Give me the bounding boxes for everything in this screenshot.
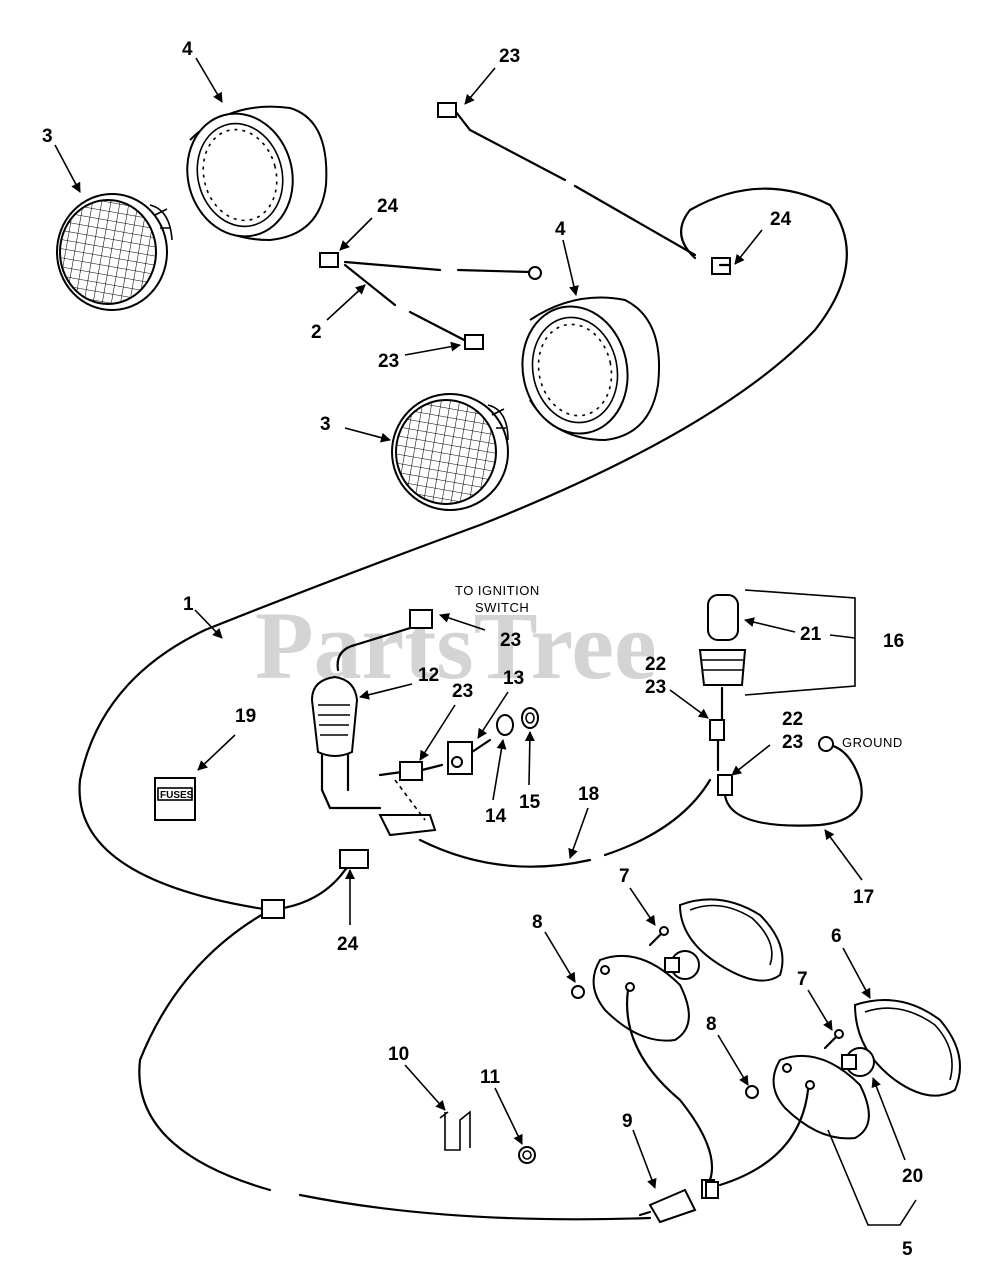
callout-23-switch: 23 (452, 681, 473, 702)
callout-6: 6 (831, 926, 842, 947)
callout-8-left: 8 (532, 912, 543, 933)
callout-2: 2 (311, 322, 322, 343)
indicator-light (698, 594, 863, 827)
callout-24-top: 24 (770, 209, 792, 230)
tail-light-right (705, 1054, 870, 1199)
lens-left (678, 898, 784, 982)
callout-22-ground: 22 (782, 709, 803, 730)
callout-24-main: 24 (337, 934, 359, 955)
callout-numbers: 4 3 23 24 24 4 2 23 3 1 23 12 23 13 21 1… (42, 39, 923, 1260)
text-labels: TO IGNITION SWITCH GROUND (455, 583, 903, 750)
main-harness (78, 187, 848, 1221)
callout-17: 17 (853, 887, 874, 908)
callout-8-right: 8 (706, 1014, 717, 1035)
callout-20: 20 (902, 1166, 923, 1187)
tail-light-left (592, 954, 715, 1199)
leader-lines (54, 57, 906, 1189)
screw-left (571, 926, 669, 999)
headlight-bezel-upper (186, 105, 328, 242)
callout-14: 14 (485, 806, 507, 827)
callout-3-upper: 3 (42, 126, 53, 147)
callout-3-lower: 3 (320, 414, 331, 435)
bulb-left (664, 950, 700, 980)
callout-23-ground: 23 (782, 732, 803, 753)
toggle-switch (378, 707, 539, 781)
callout-4-lower: 4 (555, 219, 566, 240)
callout-24-jumper: 24 (377, 196, 399, 217)
callout-23-jumper: 23 (378, 351, 399, 372)
callout-21: 21 (800, 624, 822, 645)
clip-10 (439, 1110, 471, 1151)
headlight-bezel-lower (521, 296, 660, 442)
bulb-right (841, 1047, 875, 1077)
callout-11: 11 (480, 1067, 501, 1088)
jumper-harness (319, 252, 542, 350)
nut-11 (518, 1146, 536, 1164)
callout-13: 13 (503, 668, 524, 689)
bracket-16 (744, 589, 856, 696)
callout-1: 1 (183, 594, 194, 615)
callout-19: 19 (235, 706, 256, 727)
callout-23-top: 23 (499, 46, 520, 67)
callout-4-upper: 4 (182, 39, 193, 60)
connector-9 (638, 1188, 697, 1224)
callout-15: 15 (519, 792, 541, 813)
lens-right (853, 999, 961, 1097)
fuses-box: FUSES (154, 777, 196, 821)
bracket-5 (827, 1129, 917, 1226)
to-ignition-label: TO IGNITION (455, 583, 540, 598)
fuse-holder (310, 609, 433, 810)
callout-7-right: 7 (797, 969, 808, 990)
switch-wire (378, 778, 712, 868)
headlight-upper (56, 193, 173, 311)
callout-23-light: 23 (645, 677, 666, 698)
screw-right (745, 1029, 844, 1099)
callout-12: 12 (418, 665, 439, 686)
fuses-label: FUSES (160, 790, 194, 801)
callout-22-light: 22 (645, 654, 666, 675)
headlight-lower (391, 393, 509, 511)
callout-18: 18 (578, 784, 599, 805)
callout-16: 16 (883, 631, 904, 652)
switch-label: SWITCH (475, 600, 529, 615)
callout-23-ignition: 23 (500, 630, 521, 651)
ground-label: GROUND (842, 735, 903, 750)
callout-9: 9 (622, 1111, 633, 1132)
top-wire (437, 102, 732, 275)
callout-5: 5 (902, 1239, 913, 1260)
callout-7-left: 7 (619, 866, 630, 887)
callout-10: 10 (388, 1044, 409, 1065)
